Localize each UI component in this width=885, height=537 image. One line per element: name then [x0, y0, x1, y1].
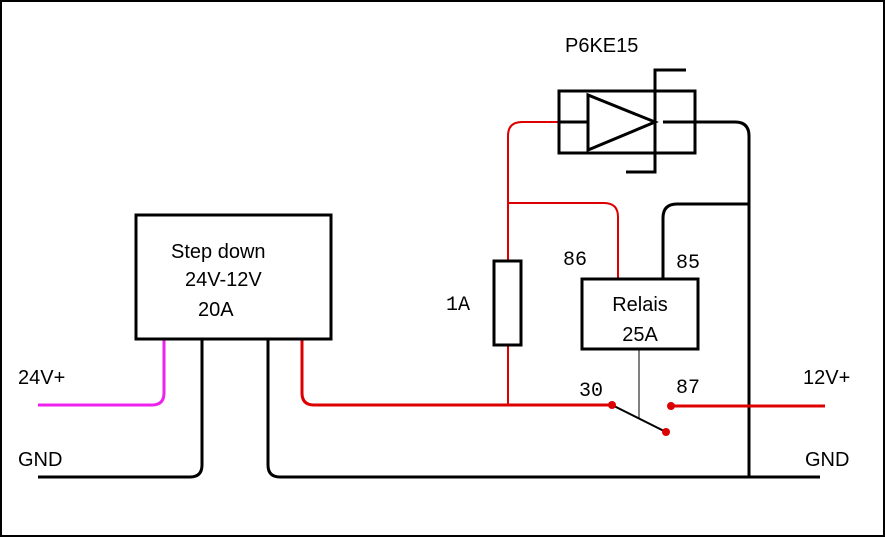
relay-label-line1: Relais [612, 294, 668, 316]
switch-arm-end-dot [662, 428, 670, 436]
diode-cathode-wire [695, 120, 751, 477]
converter-output-wire [300, 338, 612, 407]
relay-coil [580, 277, 700, 351]
coil-86-wire [508, 202, 619, 279]
pin-87-label: 87 [676, 377, 700, 400]
coil-85-wire [661, 202, 749, 279]
fuse-symbol [492, 259, 523, 347]
output-gnd-label: GND [805, 449, 849, 471]
relay-switch-arm [611, 404, 667, 433]
tvs-diode [557, 68, 697, 174]
output-12v-label: 12V+ [803, 367, 850, 389]
diode-triangle [586, 92, 659, 153]
diode-anode-wire [507, 121, 559, 260]
diode-bar [626, 68, 686, 174]
ground-wire-output [266, 338, 820, 479]
contact-30-dot [608, 401, 616, 409]
converter-label-line3: 20A [198, 299, 234, 321]
step-down-converter [134, 213, 333, 341]
relay-label-line2: 25A [622, 324, 658, 346]
pin-30-label: 30 [579, 380, 603, 403]
positive-output-wires [300, 338, 825, 408]
input-24v-wire [38, 338, 166, 407]
diode-label: P6KE15 [565, 35, 638, 57]
pin-85-label: 85 [676, 252, 700, 275]
pin-86-label: 86 [563, 249, 587, 272]
ground-wires [38, 120, 820, 479]
fuse-label: 1A [446, 294, 470, 317]
signal-wires-thin [507, 121, 619, 405]
input-24v-label: 24V+ [18, 367, 65, 389]
contact-87-dot [667, 402, 675, 410]
converter-label-line2: 24V-12V [185, 269, 262, 291]
input-gnd-label: GND [18, 449, 62, 471]
converter-label-line1: Step down [171, 241, 266, 263]
ground-wire-input [38, 338, 204, 479]
